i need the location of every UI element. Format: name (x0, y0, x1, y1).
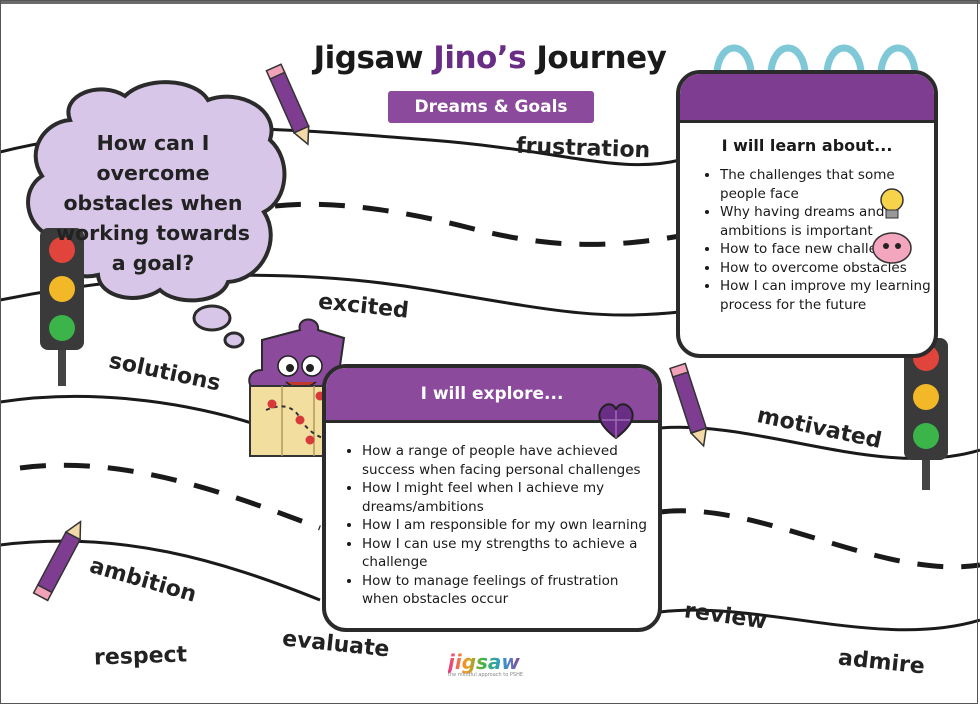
explore-item: How I might feel when I achieve my dream… (362, 479, 652, 516)
learn-item: Why having dreams and ambitions is impor… (720, 203, 932, 240)
explore-card: I will explore... How a range of people … (322, 364, 662, 632)
puzzle-heart-icon (598, 403, 634, 440)
pencil-icon (265, 63, 310, 146)
traffic-light-right-icon (904, 338, 948, 490)
lightbulb-brain-icon (872, 188, 912, 264)
learn-item: The challenges that some people face (720, 166, 932, 203)
learn-item: How I can improve my learning process fo… (720, 277, 932, 314)
explore-item: How I am responsible for my own learning (362, 516, 652, 535)
jigsaw-logo: jigsaw the mindful approach to PSHE (448, 650, 523, 678)
logo-text: jigsaw (448, 650, 520, 674)
subtitle-badge: Dreams & Goals (388, 91, 594, 123)
learn-item: How to overcome obstacles (720, 259, 932, 278)
logo-tagline: the mindful approach to PSHE (448, 672, 524, 678)
learn-item: How to face new challenges (720, 240, 932, 259)
title-part-journey: Journey (526, 40, 667, 76)
explore-item: How a range of people have achieved succ… (362, 442, 652, 479)
pencil-icon (669, 362, 708, 448)
top-bar (0, 0, 980, 4)
learn-list: The challenges that some people face Why… (698, 166, 932, 314)
explore-item: How to manage feelings of frustration wh… (362, 572, 652, 609)
pencil-icon (32, 520, 82, 602)
thought-bubble (26, 80, 287, 303)
question-text: How can I overcome obstacles when workin… (56, 131, 250, 275)
traffic-light-left-icon (40, 228, 84, 386)
title-part-jigsaw: Jigsaw (313, 40, 434, 76)
word-respect: respect (93, 642, 188, 671)
learn-heading: I will learn about... (721, 136, 893, 155)
explore-item: How I can use my strengths to achieve a … (362, 535, 652, 572)
page-title: Jigsaw Jino’s Journey (300, 40, 680, 76)
learn-notebook-card: I will learn about... The challenges tha… (676, 70, 938, 358)
title-part-jino: Jino’s (433, 40, 527, 76)
notebook-header-band (680, 74, 934, 123)
explore-list: How a range of people have achieved succ… (340, 442, 652, 609)
word-frustration: frustration (515, 133, 651, 164)
